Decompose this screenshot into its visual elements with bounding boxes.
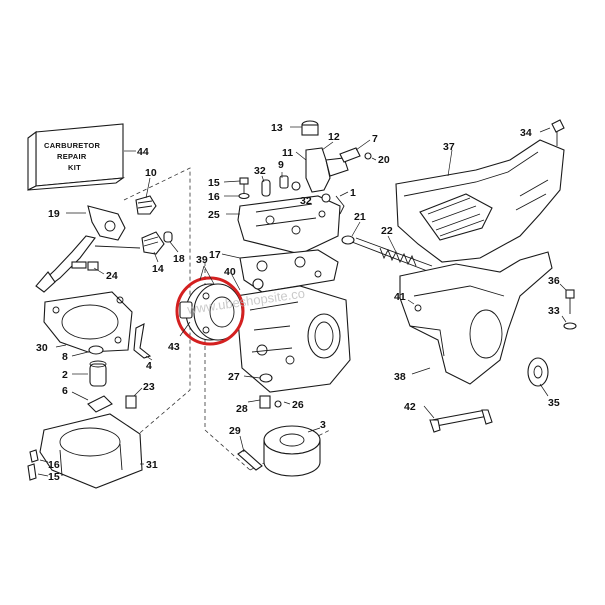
part-label-1: 1 (350, 187, 356, 199)
silencer-cover-37 (395, 139, 565, 263)
part-label-35: 35 (548, 397, 560, 409)
gasket-17: 17 (209, 249, 339, 293)
throttle-linkage-group (35, 195, 173, 293)
gasket-30 (43, 291, 133, 353)
part-label-36: 36 (548, 275, 560, 287)
part-label-14: 14 (152, 263, 164, 275)
part-label-32: 32 (254, 165, 266, 177)
intake-flange-43 (179, 283, 243, 341)
screws-15-16 (238, 177, 250, 200)
part-label-16: 16 (208, 191, 220, 203)
part-label-6: 6 (62, 385, 68, 397)
part-label-22: 22 (381, 225, 393, 237)
screws-36-33 (563, 289, 577, 330)
part-label-11: 11 (282, 147, 293, 159)
grommet-35 (527, 357, 549, 387)
kit-label-line1: CARBURETOR (44, 141, 100, 150)
part-label-38: 38 (394, 371, 406, 383)
part-label-17: 17 (209, 249, 221, 261)
part-label-23: 23 (143, 381, 155, 393)
part-label-42: 42 (404, 401, 416, 413)
part-label-20: 20 (378, 154, 390, 166)
part-label-43: 43 (168, 341, 180, 353)
part-label-26: 26 (292, 399, 304, 411)
choke-assembly (261, 120, 372, 215)
repair-kit-box: CARBURETOR REPAIR KIT 44 (27, 123, 149, 191)
kit-label-line2: REPAIR (57, 152, 87, 161)
part-labels-flange: 39 40 43 (168, 254, 241, 353)
part-label-39: 39 (196, 254, 208, 266)
part-label-7: 7 (372, 133, 378, 145)
part-label-34: 34 (520, 127, 532, 139)
needle-valve-21-22: 21 22 (341, 211, 433, 273)
part-label-10: 10 (145, 167, 157, 179)
part-label-37: 37 (443, 141, 455, 153)
part-label-13: 13 (271, 122, 283, 134)
part-label-3: 3 (320, 419, 326, 431)
jet-parts-lower (237, 373, 321, 477)
part-labels-lower: 27 28 26 29 3 (228, 371, 326, 453)
part-label-15: 15 (208, 177, 220, 189)
part-label-4: 4 (146, 360, 152, 372)
part-label-12: 12 (328, 131, 340, 143)
part-label-41: 41 (394, 291, 406, 303)
highlight-circle (175, 276, 245, 346)
part-labels-right: 36 33 35 41 38 42 (394, 275, 567, 419)
part-labels-bottomleft: 31 16 15 (37, 459, 158, 483)
part-labels-left: 19 10 14 18 24 (48, 167, 185, 282)
part-label-16b: 16 (48, 459, 60, 471)
kit-label-line3: KIT (68, 163, 81, 172)
part-label-27: 27 (228, 371, 240, 383)
part-label-33: 33 (548, 305, 560, 317)
part-labels-midleft: 4 30 8 2 6 23 (36, 342, 155, 401)
part-label-30: 30 (36, 342, 48, 354)
part-label-32b: 32 (300, 195, 312, 207)
part-labels-topright: 37 34 (443, 119, 565, 177)
part-label-29: 29 (229, 425, 241, 437)
part-label-21: 21 (354, 211, 366, 223)
part-label-40: 40 (224, 266, 236, 278)
part-label-28: 28 (236, 403, 248, 415)
float-needle-group (87, 323, 152, 413)
part-label-9: 9 (278, 159, 284, 171)
part-label-18: 18 (173, 253, 185, 265)
part-label-8: 8 (62, 351, 68, 363)
carburetor-body (235, 278, 351, 393)
part-label-44: 44 (137, 146, 149, 158)
part-label-25: 25 (208, 209, 220, 221)
part-label-31: 31 (146, 459, 158, 471)
part-labels-topcenter: 13 12 11 7 20 1 32 9 32 15 16 25 (208, 122, 390, 221)
part-label-19: 19 (48, 208, 60, 220)
part-label-24: 24 (106, 270, 118, 282)
float-bowl-31 (27, 413, 143, 489)
top-cover-25 (237, 195, 341, 255)
bracket-42 (429, 409, 493, 433)
part-label-15b: 15 (48, 471, 60, 483)
silencer-base-38 (399, 251, 553, 385)
part-label-2: 2 (62, 369, 68, 381)
